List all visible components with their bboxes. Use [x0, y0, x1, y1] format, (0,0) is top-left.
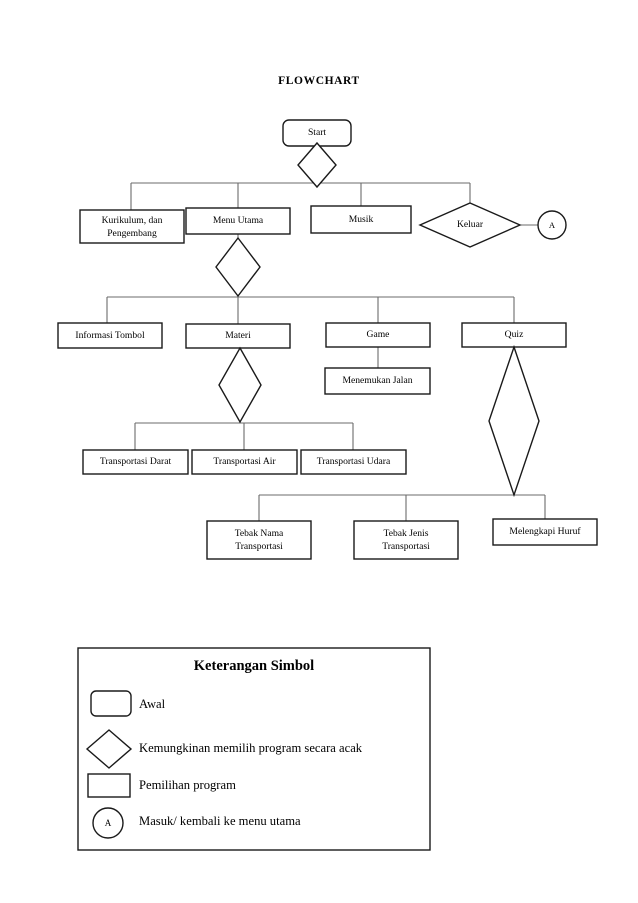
node-menemukan-jalan[interactable] — [324, 367, 431, 395]
node-transportasi-udara[interactable] — [300, 449, 407, 475]
decision-materi[interactable] — [218, 346, 262, 424]
connector-a-circle[interactable] — [537, 210, 567, 240]
node-transportasi-darat[interactable] — [82, 449, 189, 475]
node-musik[interactable] — [310, 205, 412, 234]
legend-symbol-circle — [92, 807, 124, 839]
node-transportasi-air[interactable] — [191, 449, 298, 475]
connector-a-label: A — [548, 220, 556, 230]
node-quiz[interactable] — [461, 322, 567, 348]
legend-symbol-rounded-rect — [90, 690, 132, 717]
legend-item-kemungkinan-label: Kemungkinan memilih program secara acak — [139, 741, 363, 755]
node-tebak-nama[interactable] — [206, 520, 312, 560]
page-title: FLOWCHART — [278, 75, 360, 87]
legend-title: Keterangan Simbol — [193, 658, 315, 674]
legend-item-awal-label: Awal — [139, 697, 166, 711]
legend-border — [77, 647, 431, 851]
legend-circle-letter: A — [104, 818, 112, 828]
node-menu-utama[interactable] — [185, 207, 291, 235]
legend-symbol-diamond — [85, 729, 133, 769]
decision-start[interactable] — [297, 141, 337, 189]
node-game[interactable] — [325, 322, 431, 348]
legend-symbol-rect — [87, 773, 131, 798]
decision-keluar[interactable] — [418, 202, 522, 248]
connector-lines — [106, 143, 546, 521]
node-informasi-tombol[interactable] — [57, 322, 163, 349]
node-tebak-jenis[interactable] — [353, 520, 459, 560]
decision-quiz[interactable] — [488, 344, 540, 498]
legend-item-pemilihan-label: Pemilihan program — [139, 778, 236, 792]
node-kurikulum[interactable] — [79, 209, 185, 244]
decision-menu[interactable] — [215, 236, 261, 298]
node-melengkapi-huruf[interactable] — [492, 518, 598, 546]
legend-item-masuk-label: Masuk/ kembali ke menu utama — [139, 814, 301, 828]
legend-panel — [77, 647, 431, 851]
node-materi[interactable] — [185, 323, 291, 349]
flow-shapes — [57, 119, 598, 560]
